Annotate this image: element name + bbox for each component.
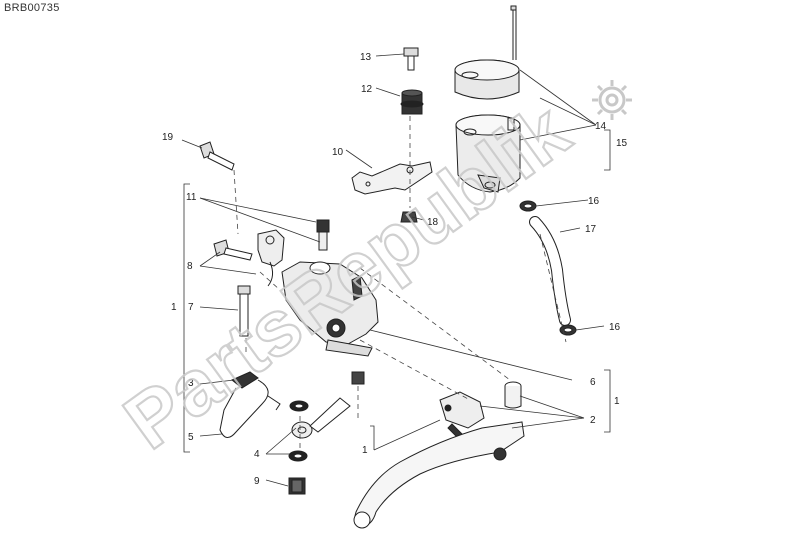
lever-bushing — [504, 381, 522, 409]
reservoir-cap — [454, 59, 520, 100]
nut-18 — [400, 211, 418, 223]
handlebar-clamp — [257, 229, 285, 287]
callout-13: 13 — [360, 52, 372, 63]
callout-1-bottom: 1 — [362, 445, 368, 456]
callout-16-top: 16 — [588, 196, 600, 207]
bleeder-cap — [316, 219, 330, 251]
screw-13 — [403, 47, 419, 71]
callout-6: 6 — [590, 377, 596, 388]
banjo-fitting — [288, 397, 351, 462]
callout-9: 9 — [254, 476, 260, 487]
callout-4: 4 — [254, 449, 260, 460]
callout-3: 3 — [188, 378, 194, 389]
callout-7: 7 — [188, 302, 194, 313]
callout-5: 5 — [188, 432, 194, 443]
callout-1-left: 1 — [171, 302, 177, 313]
callout-18: 18 — [427, 217, 439, 228]
drawing-code: BRB00735 — [4, 2, 60, 14]
callout-8: 8 — [187, 261, 193, 272]
callout-1-right: 1 — [614, 396, 620, 407]
banjo-bolt — [288, 477, 306, 495]
reservoir-body — [455, 114, 521, 193]
callout-12: 12 — [361, 84, 373, 95]
callout-19: 19 — [162, 132, 174, 143]
brake-lever — [353, 421, 525, 529]
screw-19 — [199, 141, 235, 171]
callout-14: 14 — [595, 121, 607, 132]
reservoir-bracket — [351, 161, 433, 195]
callout-10: 10 — [332, 147, 344, 158]
pivot-pin — [237, 285, 251, 337]
callout-2: 2 — [590, 415, 596, 426]
long-screw — [510, 5, 517, 60]
callout-16-bottom: 16 — [609, 322, 621, 333]
callout-11: 11 — [186, 192, 197, 203]
hose-clamp-bottom — [559, 324, 577, 336]
hose-17 — [529, 216, 571, 326]
spacer — [351, 371, 365, 385]
hose-clamp-top — [519, 200, 537, 212]
grommet-12 — [400, 89, 424, 115]
master-cylinder — [281, 261, 379, 357]
brake-light-switch — [219, 371, 281, 438]
callout-17: 17 — [585, 224, 597, 235]
callout-15: 15 — [616, 138, 628, 149]
screw-8 — [213, 239, 253, 261]
